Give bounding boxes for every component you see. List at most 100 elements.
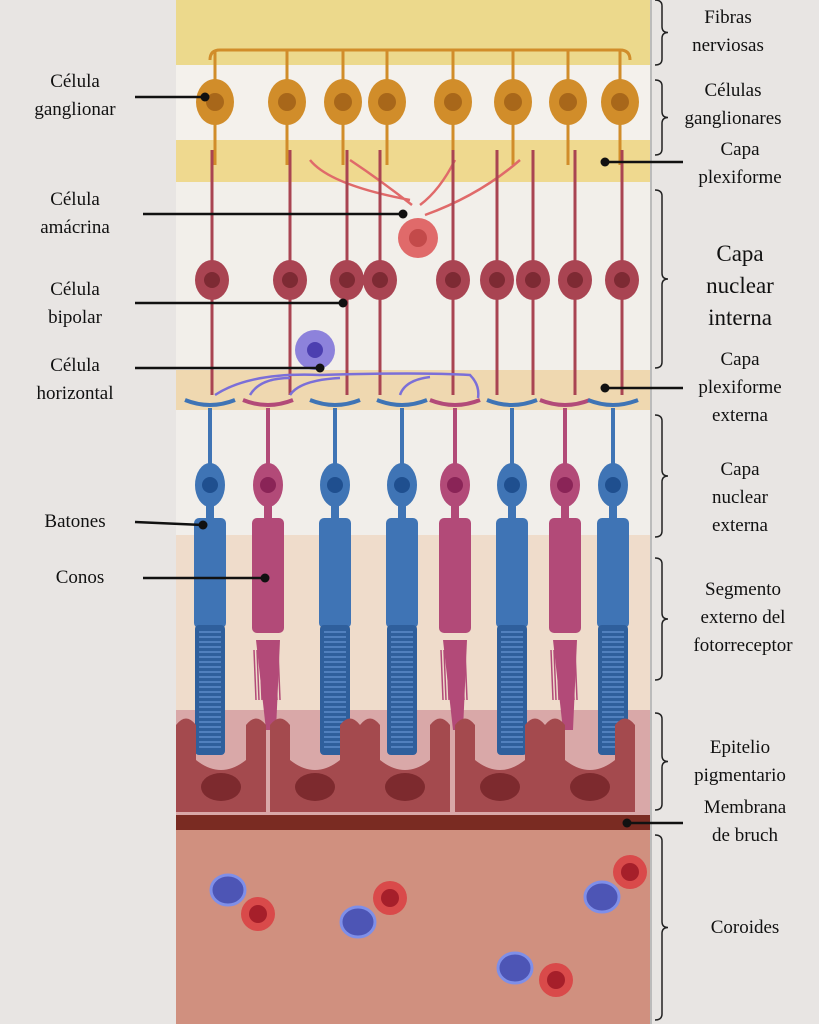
- amacrine-nucleus: [409, 229, 427, 247]
- cone-lamella: [271, 649, 275, 701]
- cone-inner-segment: [439, 518, 471, 633]
- label-inner-nuclear-layer: Capa nuclear interna: [706, 241, 774, 330]
- cone-nucleus: [557, 477, 573, 493]
- bracket: [654, 0, 669, 66]
- pigment-epithelium-cell: [270, 718, 360, 812]
- label-bipolar-cell: Célula bipolar: [48, 279, 102, 328]
- rod-nucleus: [504, 477, 520, 493]
- cone-synapse: [539, 398, 591, 470]
- label-ganglion-layer: Células ganglionares: [684, 80, 782, 129]
- cone-lamella: [568, 649, 572, 701]
- bracket: [654, 712, 669, 811]
- blue-blood-cell: [339, 905, 377, 939]
- ganglion-nucleus: [504, 93, 522, 111]
- cone-lamella: [458, 649, 462, 701]
- pigment-nucleus: [570, 773, 610, 801]
- inner-plexiform-layer: [176, 140, 650, 182]
- rod-nucleus: [394, 477, 410, 493]
- ganglion-nucleus: [206, 93, 224, 111]
- cone-lamella: [562, 649, 566, 701]
- bipolar-nucleus: [567, 272, 583, 288]
- rod-synapse: [184, 398, 236, 470]
- cone-lamella: [277, 649, 281, 701]
- cone-lamella: [449, 649, 453, 701]
- red-blood-cell-center: [381, 889, 399, 907]
- pigment-epithelium-cell: [545, 718, 635, 812]
- cone-lamella: [574, 649, 578, 701]
- horizontal-dendrites: [214, 372, 480, 399]
- label-plexiform-layer: Capa plexiforme: [698, 139, 782, 188]
- ganglion-nucleus: [559, 93, 577, 111]
- blue-blood-cell: [583, 880, 621, 914]
- label-outer-plexiform-layer: Capa plexiforme externa: [698, 349, 782, 426]
- bipolar-nucleus: [372, 272, 388, 288]
- pointer-dot: [600, 383, 610, 393]
- bipolar-nucleus: [204, 272, 220, 288]
- label-bruch-membrane: Membrana de bruch: [703, 797, 787, 846]
- rod-nucleus: [202, 477, 218, 493]
- bracket: [654, 189, 669, 369]
- ganglion-nucleus: [611, 93, 629, 111]
- rod-stalk: [609, 505, 617, 520]
- pointer-dot: [198, 520, 208, 530]
- cone-lamella: [268, 649, 272, 701]
- cone-stalk: [561, 505, 569, 520]
- cone-lamella: [259, 649, 263, 701]
- cone-lamella: [553, 649, 557, 701]
- cone-lamella: [455, 649, 459, 701]
- label-ganglion-cell: Célula ganglionar: [34, 71, 116, 120]
- rod-stalk: [331, 505, 339, 520]
- label-cones: Conos: [55, 567, 105, 588]
- cone-lamella: [556, 649, 560, 701]
- rod-synapse: [587, 398, 639, 470]
- pointer-dot: [600, 157, 610, 167]
- rod-stalk: [398, 505, 406, 520]
- rod-inner-segment: [496, 518, 528, 628]
- bipolar-nucleus: [525, 272, 541, 288]
- bracket: [654, 79, 669, 156]
- rod-inner-segment: [597, 518, 629, 628]
- cone-lamella: [274, 649, 278, 701]
- bipolar-nucleus: [614, 272, 630, 288]
- bipolar-nucleus: [282, 272, 298, 288]
- bracket: [654, 557, 669, 681]
- pointer-dot: [260, 573, 270, 583]
- pointer-dot: [315, 363, 325, 373]
- label-pigment-epithelium: Epitelio pigmentario: [694, 737, 786, 786]
- cone-lamella: [464, 649, 468, 701]
- cone-lamella: [559, 649, 563, 701]
- label-horizontal-cell: Célula horizontal: [36, 355, 114, 404]
- cone-inner-segment: [549, 518, 581, 633]
- cone-lamella: [565, 649, 569, 701]
- rod-stalk: [508, 505, 516, 520]
- rod-inner-segment: [319, 518, 351, 628]
- label-nerve-fibers: Fibras nerviosas: [692, 7, 764, 56]
- label-choroid: Coroides: [710, 917, 780, 938]
- cone-lamella: [253, 649, 257, 701]
- rod-nucleus: [327, 477, 343, 493]
- bracket: [654, 834, 669, 1021]
- label-outer-nuclear-layer: Capa nuclear externa: [712, 459, 768, 536]
- pointer-dot: [200, 92, 210, 102]
- ganglion-nucleus: [378, 93, 396, 111]
- blue-blood-cell: [496, 951, 534, 985]
- pigment-nucleus: [385, 773, 425, 801]
- ganglion-nucleus: [278, 93, 296, 111]
- nerve-fiber: [208, 48, 632, 61]
- label-amacrine-cell: Célula amácrina: [40, 189, 110, 238]
- rod-outer-segment: [497, 625, 527, 755]
- ganglion-nucleus: [334, 93, 352, 111]
- label-rods: Batones: [44, 511, 106, 532]
- rod-synapse: [486, 398, 538, 470]
- rod-synapse: [309, 398, 361, 470]
- pointer-line: [134, 520, 204, 527]
- cone-synapse: [242, 398, 294, 470]
- horizontal-nucleus: [307, 342, 323, 358]
- cone-lamella: [461, 649, 465, 701]
- red-blood-cell-center: [621, 863, 639, 881]
- rod-inner-segment: [386, 518, 418, 628]
- pointer-dot: [338, 298, 348, 308]
- cone-stalk: [451, 505, 459, 520]
- bipolar-nucleus: [489, 272, 505, 288]
